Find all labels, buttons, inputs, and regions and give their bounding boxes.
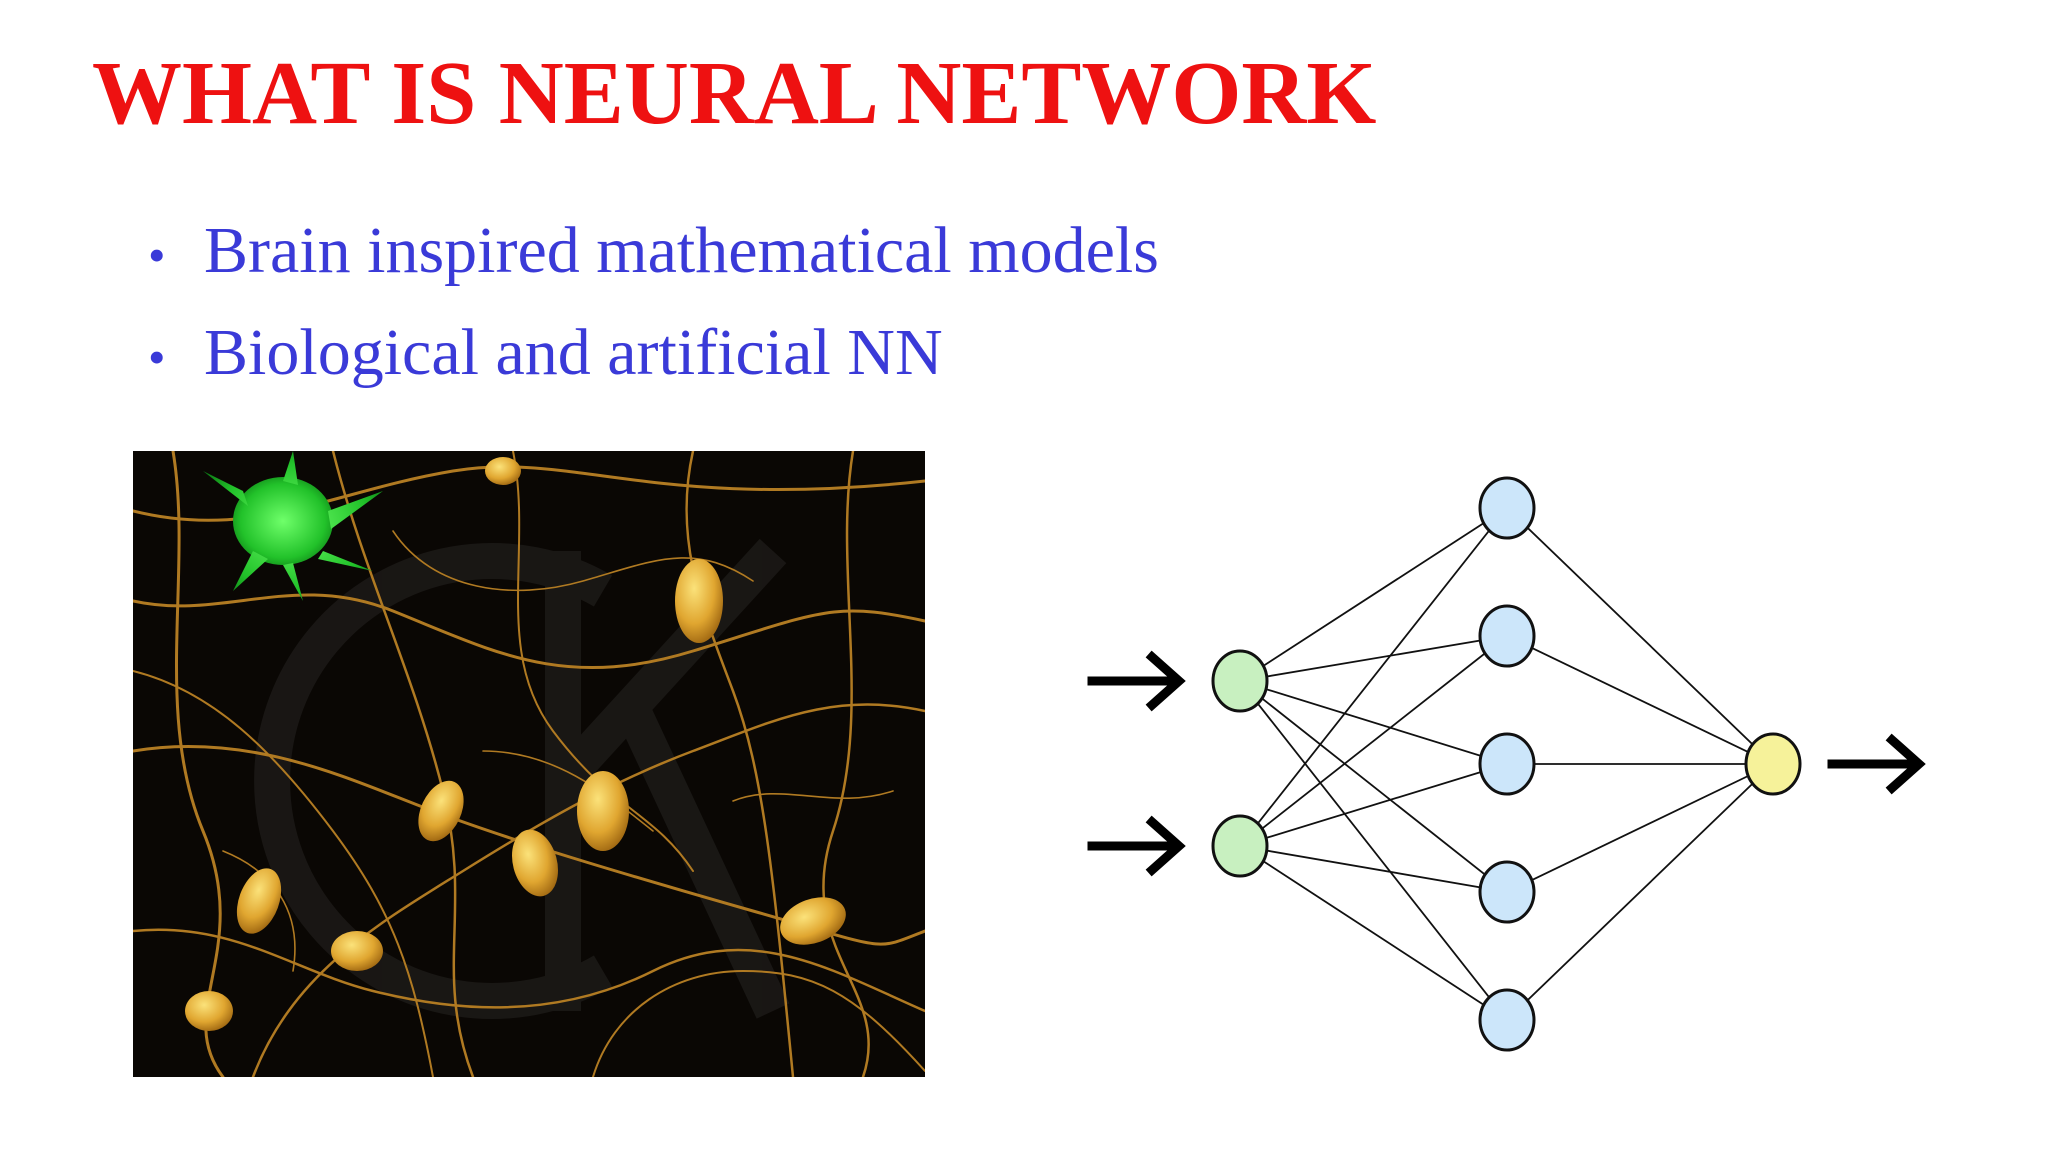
output-arrow-icon: [1827, 733, 1926, 795]
input-node: [1211, 649, 1269, 713]
hidden-node: [1478, 988, 1536, 1052]
bullet-list: • Brain inspired mathematical models • B…: [148, 202, 1159, 406]
output-node: [1744, 732, 1802, 796]
bullet-dot-icon: •: [148, 227, 166, 283]
input-arrow-icon: [1087, 650, 1186, 712]
slide-title: WHAT IS NEURAL NETWORK: [92, 44, 1377, 143]
input-node: [1211, 814, 1269, 878]
bullet-text: Brain inspired mathematical models: [204, 214, 1159, 287]
bullet-text: Biological and artificial NN: [204, 316, 943, 389]
hidden-node: [1478, 604, 1536, 668]
bullet-item: • Biological and artificial NN: [148, 304, 1159, 406]
hidden-node: [1478, 476, 1536, 540]
input-arrow-icon: [1087, 815, 1186, 877]
bullet-item: • Brain inspired mathematical models: [148, 202, 1159, 304]
hidden-node: [1478, 732, 1536, 796]
neurons-micrograph-image: [133, 451, 925, 1077]
neural-network-diagram: [1080, 460, 1960, 1060]
hidden-node: [1478, 860, 1536, 924]
network-connections: [1239, 507, 1774, 1021]
bullet-dot-icon: •: [148, 329, 166, 385]
